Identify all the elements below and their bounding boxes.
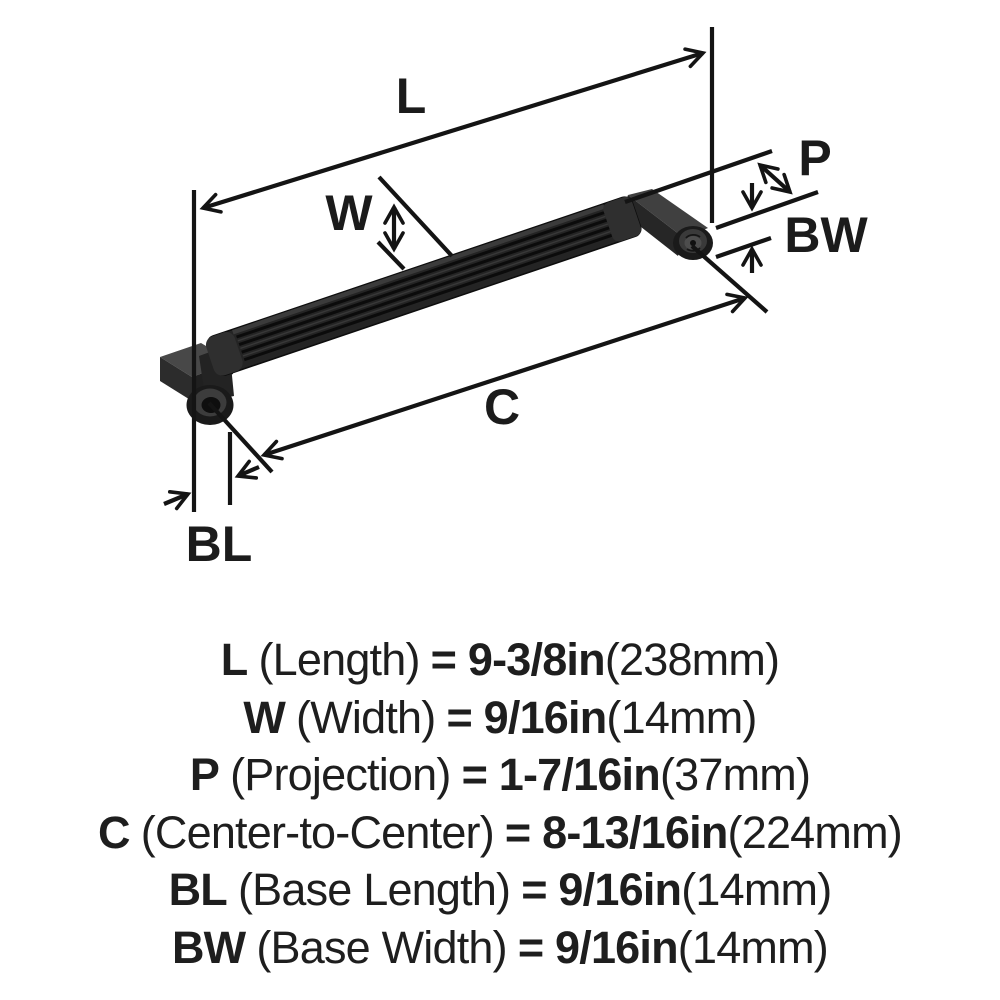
legend-symbol: P — [189, 749, 220, 801]
legend-row-base-length: BL(Base Length)= 9/16in(14mm) — [0, 861, 1000, 919]
dim-label-length: L — [396, 68, 427, 124]
dim-W — [376, 175, 454, 271]
legend-metric: (37mm) — [659, 749, 811, 801]
dimension-legend: L(Length)= 9-3/8in(238mm) W(Width)= 9/16… — [0, 631, 1000, 977]
legend-value: = 9-3/8in — [430, 634, 606, 685]
legend-name: (Base Length) — [237, 864, 511, 916]
legend-name: (Length) — [258, 634, 420, 685]
handle-right-boss — [673, 226, 713, 260]
legend-name: (Width) — [296, 691, 436, 743]
legend-row-length: L(Length)= 9-3/8in(238mm) — [0, 631, 1000, 689]
legend-symbol: BL — [168, 864, 228, 916]
dim-C — [207, 244, 769, 474]
dim-arrow-P — [757, 162, 793, 195]
handle-illustration — [160, 189, 713, 425]
dim-line-C — [260, 292, 749, 461]
legend-value: = 9/16in — [517, 921, 679, 973]
legend-symbol: W — [243, 691, 286, 743]
legend-metric: (14mm) — [681, 864, 832, 916]
legend-value: = 9/16in — [446, 691, 607, 743]
dim-label-width: W — [325, 185, 373, 241]
dim-label-center-to-center: C — [484, 379, 520, 435]
legend-row-width: W(Width)= 9/16in(14mm) — [0, 689, 1000, 747]
legend-metric: (238mm) — [604, 634, 780, 685]
dim-label-base-length: BL — [186, 516, 253, 572]
legend-value: = 9/16in — [521, 864, 682, 916]
legend-symbol: C — [98, 806, 130, 858]
dim-L — [191, 27, 715, 512]
legend-row-projection: P(Projection)= 1-7/16in(37mm) — [0, 746, 1000, 804]
tick-W-outer — [377, 175, 454, 258]
legend-name: (Center-to-Center) — [140, 806, 495, 858]
legend-name: (Projection) — [230, 749, 451, 801]
legend-row-center-to-center: C(Center-to-Center)= 8-13/16in(224mm) — [0, 804, 1000, 862]
extension-line-P-bottom — [715, 190, 819, 230]
dimension-lines — [163, 27, 819, 512]
legend-name: (Base Width) — [256, 921, 507, 973]
legend-value: = 8-13/16in — [504, 806, 728, 858]
dim-arrow-BL-left — [234, 459, 260, 480]
legend-symbol: BW — [171, 921, 246, 973]
dim-P — [624, 149, 819, 230]
extension-line-BW-bottom — [715, 236, 772, 259]
legend-metric: (14mm) — [677, 921, 829, 973]
dim-BL — [163, 432, 260, 511]
dim-line-L — [199, 47, 707, 214]
tick-C-right — [690, 244, 769, 314]
tick-W-inner — [376, 240, 406, 271]
legend-metric: (14mm) — [606, 691, 757, 743]
legend-symbol: L — [220, 634, 248, 685]
legend-metric: (224mm) — [727, 806, 903, 858]
dim-label-projection: P — [798, 130, 831, 186]
legend-value: = 1-7/16in — [461, 749, 661, 801]
extension-line-P-top — [624, 149, 773, 204]
legend-row-base-width: BW(Base Width)= 9/16in(14mm) — [0, 919, 1000, 977]
dim-label-base-width: BW — [784, 207, 868, 263]
dim-arrow-BL-right — [163, 490, 192, 511]
dim-BW — [715, 236, 772, 273]
tick-C-left — [207, 401, 274, 474]
